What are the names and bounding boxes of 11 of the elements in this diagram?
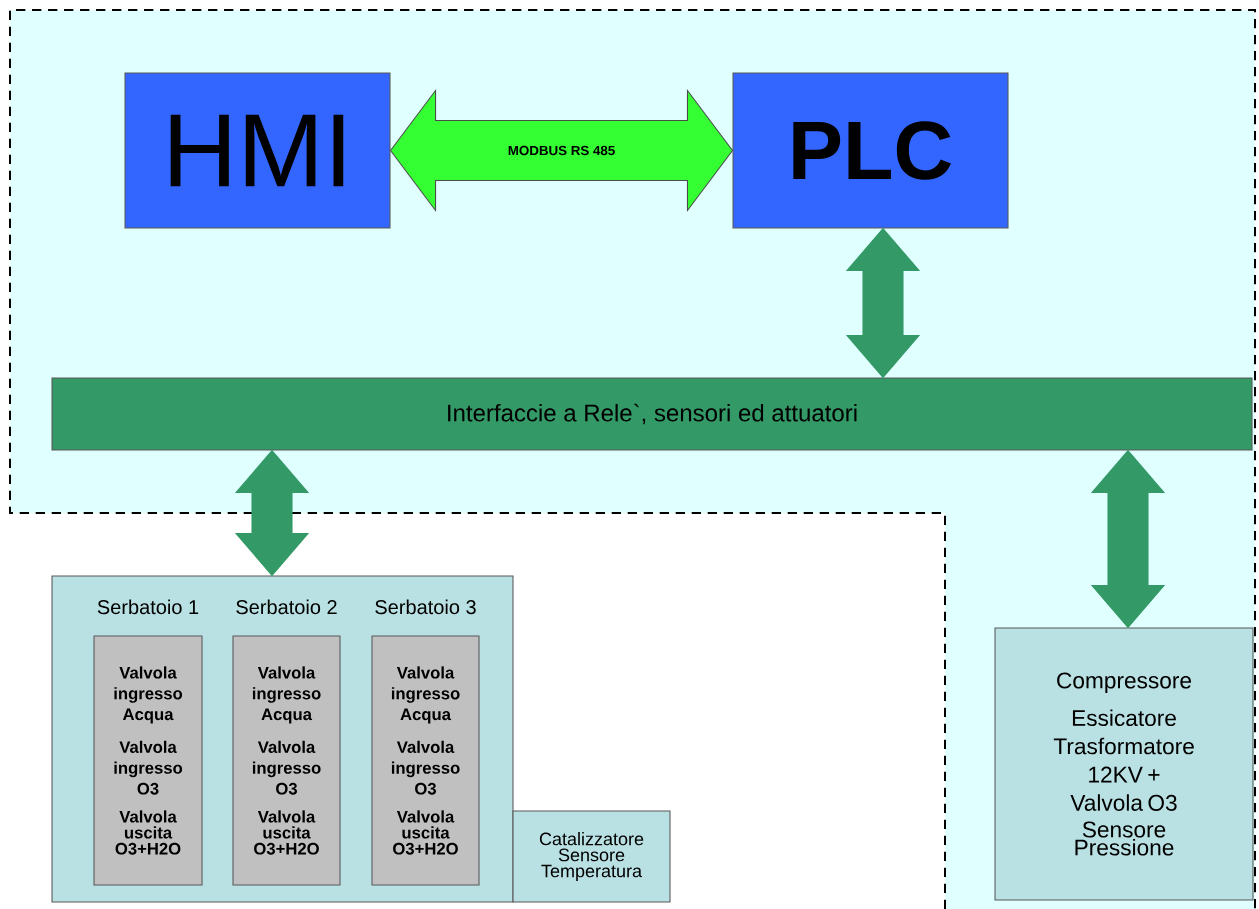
tank-heading: Serbatoio 2 [236, 599, 337, 615]
plc-box: PLC [732, 72, 1009, 229]
tank-heading: Serbatoio 3 [375, 599, 476, 615]
sensor-box: Catalizzatore Sensore Temperatura [512, 810, 671, 903]
tank-box: Valvola ingresso Acqua Valvola ingresso O3 Valvola uscita O3+H2O [93, 635, 203, 886]
tank-box: Valvola ingresso Acqua Valvola ingresso O3 Valvola uscita O3+H2O [232, 635, 341, 886]
equipment-box: Compressore Essicatore Trasformatore 12KV + Valvola O3 Sensore Pressione [994, 627, 1254, 901]
tank-heading: Serbatoio 1 [97, 599, 199, 615]
hmi-box: HMI [124, 72, 391, 229]
interface-bar: Interfaccie a Rele`, sensori ed attuatori [51, 377, 1253, 451]
tank-box: Valvola ingresso Acqua Valvola ingresso O3 Valvola uscita O3+H2O [371, 635, 480, 886]
